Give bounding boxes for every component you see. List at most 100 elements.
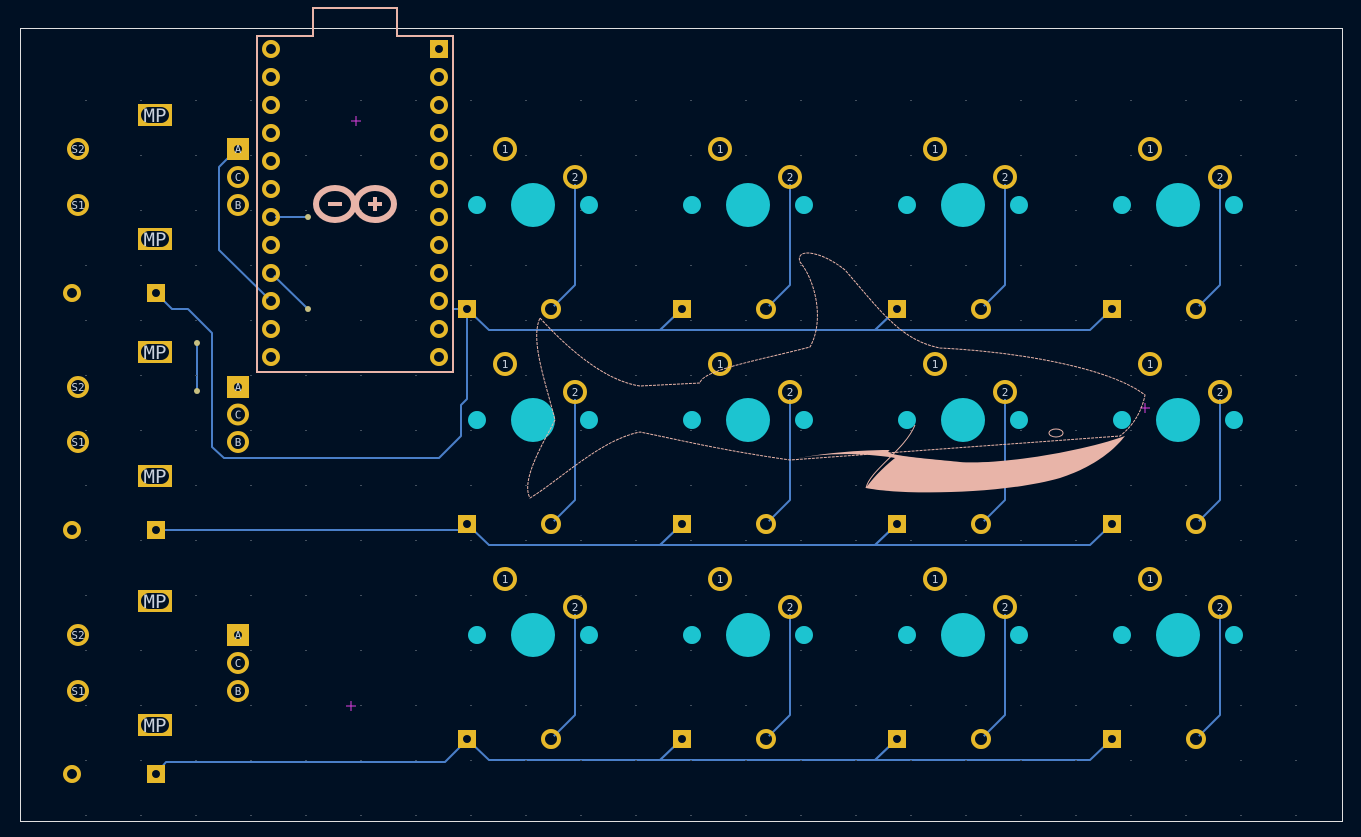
round-pad bbox=[430, 292, 448, 310]
grid-dot bbox=[305, 760, 307, 761]
grid-dot bbox=[910, 320, 912, 321]
grid-dot bbox=[635, 705, 637, 706]
grid-dot bbox=[1075, 375, 1077, 376]
grid-dot bbox=[580, 210, 582, 211]
grid-dot bbox=[1130, 540, 1132, 541]
grid-dot bbox=[1295, 100, 1297, 101]
grid-dot bbox=[635, 100, 637, 101]
switch-center-hole bbox=[511, 183, 555, 227]
grid-dot bbox=[1130, 375, 1132, 376]
pad-hole bbox=[1213, 170, 1227, 184]
pad-hole bbox=[267, 101, 275, 109]
pad-hole bbox=[1143, 357, 1157, 371]
grid-dot bbox=[635, 760, 637, 761]
copper-track bbox=[874, 738, 1113, 761]
grid-dot bbox=[855, 815, 857, 816]
pad-hole bbox=[435, 269, 443, 277]
round-pad bbox=[430, 96, 448, 114]
grid-dot bbox=[1240, 430, 1242, 431]
round-pad bbox=[430, 68, 448, 86]
copper-track bbox=[466, 738, 683, 761]
grid-dot bbox=[800, 155, 802, 156]
grid-dot bbox=[745, 815, 747, 816]
grid-dot bbox=[690, 320, 692, 321]
pad-hole bbox=[234, 145, 242, 153]
pad-hole bbox=[152, 289, 160, 297]
round-pad bbox=[227, 403, 249, 426]
grid-dot bbox=[1075, 705, 1077, 706]
grid-dot bbox=[415, 815, 417, 816]
pad-hole bbox=[68, 526, 76, 534]
pad-hole bbox=[713, 357, 727, 371]
grid-dot bbox=[525, 265, 527, 266]
grid-dot bbox=[1185, 705, 1187, 706]
grid-dot bbox=[85, 760, 87, 761]
grid-dot bbox=[250, 265, 252, 266]
grid-dot bbox=[745, 100, 747, 101]
pad-hole bbox=[977, 735, 985, 743]
grid-dot bbox=[855, 100, 857, 101]
grid-dot bbox=[1295, 265, 1297, 266]
grid-dot bbox=[690, 815, 692, 816]
grid-dot bbox=[635, 320, 637, 321]
pad-label: 1 bbox=[1147, 143, 1154, 156]
pad-label: 2 bbox=[787, 386, 794, 399]
round-pad bbox=[262, 348, 280, 366]
pad-hole bbox=[762, 305, 770, 313]
grid-dot bbox=[1240, 375, 1242, 376]
round-pad bbox=[1208, 165, 1232, 189]
grid-dot bbox=[745, 155, 747, 156]
pad-label: 1 bbox=[932, 358, 939, 371]
grid-dot bbox=[1075, 485, 1077, 486]
grid-dot bbox=[635, 430, 637, 431]
logo-minus bbox=[328, 202, 342, 206]
pad-hole bbox=[998, 385, 1012, 399]
round-pad bbox=[63, 284, 81, 302]
round-pad bbox=[1208, 380, 1232, 404]
pad-hole bbox=[783, 170, 797, 184]
grid-dot bbox=[1185, 815, 1187, 816]
switch-center-hole bbox=[1156, 398, 1200, 442]
arduino-logo bbox=[313, 185, 397, 223]
switch-peg-hole bbox=[795, 626, 813, 644]
grid-dot bbox=[1130, 705, 1132, 706]
switch-peg-hole bbox=[1010, 196, 1028, 214]
grid-dot bbox=[855, 540, 857, 541]
switch-peg-hole bbox=[580, 411, 598, 429]
grid-dot bbox=[1020, 155, 1022, 156]
switch-peg-hole bbox=[468, 411, 486, 429]
mounting-hole bbox=[141, 107, 169, 123]
grid-dot bbox=[360, 265, 362, 266]
grid-dot bbox=[800, 265, 802, 266]
grid-dot bbox=[965, 760, 967, 761]
switch-peg-hole bbox=[580, 196, 598, 214]
grid-dot bbox=[140, 815, 142, 816]
grid-dot bbox=[800, 540, 802, 541]
pad-label: 1 bbox=[502, 143, 509, 156]
pad-hole bbox=[72, 629, 84, 641]
grid-dot bbox=[85, 650, 87, 651]
pad-hole bbox=[232, 436, 244, 448]
switch-peg-hole bbox=[683, 196, 701, 214]
grid-dot bbox=[140, 320, 142, 321]
grid-dot bbox=[1185, 155, 1187, 156]
pad-hole bbox=[267, 73, 275, 81]
pad-hole bbox=[463, 735, 471, 743]
pad-hole bbox=[998, 600, 1012, 614]
grid-dot bbox=[360, 430, 362, 431]
grid-dot bbox=[140, 210, 142, 211]
pad-hole bbox=[762, 735, 770, 743]
grid-dot bbox=[305, 375, 307, 376]
grid-dot bbox=[360, 705, 362, 706]
round-pad bbox=[227, 652, 249, 674]
round-pad bbox=[493, 137, 517, 161]
mounting-label: MP bbox=[144, 105, 167, 127]
grid-dot bbox=[360, 815, 362, 816]
switch-peg-hole bbox=[580, 626, 598, 644]
pad-hole bbox=[498, 142, 512, 156]
grid-dot bbox=[305, 815, 307, 816]
grid-dot bbox=[855, 265, 857, 266]
grid-dot bbox=[1020, 100, 1022, 101]
